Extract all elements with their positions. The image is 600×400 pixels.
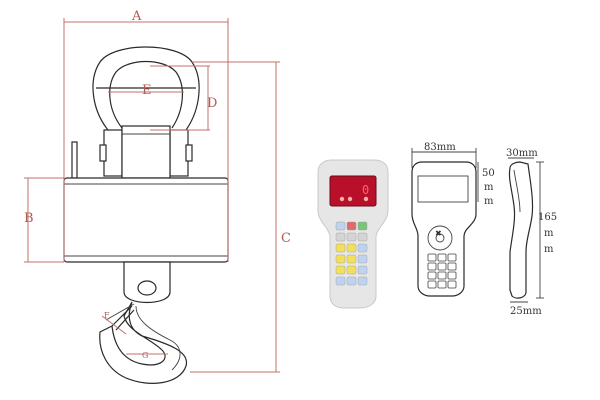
remote-front-key <box>437 280 447 289</box>
dimensions: A E D B C F G <box>24 9 291 373</box>
remote-photo-key <box>357 276 368 286</box>
remote-side-outline: 30mm 165 m m 25mm <box>506 148 557 317</box>
remote-front-key <box>427 271 437 280</box>
remote-photo-key <box>335 243 346 253</box>
antenna <box>71 141 78 179</box>
remote-front-key <box>437 262 447 271</box>
remote-photo-digit: 0 <box>362 183 369 197</box>
shackle-outer <box>92 46 200 131</box>
remote-front-width-label: 83mm <box>424 142 456 153</box>
dim-f-label: F <box>104 311 110 320</box>
dim-c-label: C <box>281 231 291 246</box>
remote-side-body <box>508 161 534 299</box>
safety-latch <box>111 305 135 331</box>
dim-d-label: D <box>207 96 217 111</box>
remote-photo-key <box>335 265 346 275</box>
remote-photo: 0 <box>317 159 389 309</box>
remote-front-height-label-1: 50 <box>482 168 495 179</box>
crane-scale-drawing: A E D B C F G <box>24 9 291 384</box>
remote-front-key <box>427 262 437 271</box>
remote-photo-key <box>346 232 357 242</box>
svg-text:✖: ✖ <box>435 229 442 238</box>
remote-front-key <box>447 271 457 280</box>
left-bolt <box>99 144 107 162</box>
remote-photo-key <box>346 243 357 253</box>
remote-photo-key <box>346 221 357 231</box>
remote-photo-key <box>357 243 368 253</box>
remote-front-outline: ✖ 83mm 50 m m <box>411 142 495 297</box>
remote-front-key <box>447 262 457 271</box>
remote-front-display <box>417 175 469 203</box>
remote-photo-key <box>357 254 368 264</box>
remote-side-bottom-label: 25mm <box>510 306 542 317</box>
remote-side-height-label-2: m <box>544 228 554 239</box>
remote-photo-key <box>357 232 368 242</box>
scale-housing <box>63 177 229 263</box>
remote-front-body <box>411 161 477 297</box>
lug-hole <box>137 280 157 296</box>
hook-inner <box>135 305 181 371</box>
dim-a-label: A <box>131 9 142 24</box>
remote-side-height-label-1: 165 <box>538 212 557 223</box>
neck-block <box>121 125 171 179</box>
bottom-lug <box>123 261 171 303</box>
remote-photo-key <box>335 221 346 231</box>
remote-front-key <box>427 253 437 262</box>
remote-side-top-label: 30mm <box>506 148 538 159</box>
remote-front-key <box>437 253 447 262</box>
remote-photo-key <box>335 276 346 286</box>
remote-photo-key <box>335 232 346 242</box>
remote-front-height-label-3: m <box>484 196 494 207</box>
remote-front-height-label-2: m <box>484 182 494 193</box>
remote-front-dpad <box>427 225 453 251</box>
dim-g-label: G <box>142 351 148 360</box>
remote-photo-key <box>357 265 368 275</box>
remote-photo-key <box>335 254 346 264</box>
shackle-inner <box>109 61 183 129</box>
remote-photo-key <box>346 265 357 275</box>
remote-photo-key <box>346 276 357 286</box>
remote-front-key <box>447 253 457 262</box>
remote-front-key <box>437 271 447 280</box>
left-ear <box>103 129 123 177</box>
dim-e-label: E <box>142 83 152 98</box>
dim-b-label: B <box>24 211 34 226</box>
remote-front-key <box>427 280 437 289</box>
hook-body <box>99 301 188 384</box>
remote-side-height-label-3: m <box>544 244 554 255</box>
right-bolt <box>185 144 193 162</box>
remote-front-key <box>447 280 457 289</box>
remote-photo-key <box>346 254 357 264</box>
right-ear <box>169 129 189 177</box>
remote-front-keypad <box>427 253 457 289</box>
remote-photo-key <box>357 221 368 231</box>
remote-photo-keypad <box>335 221 368 286</box>
